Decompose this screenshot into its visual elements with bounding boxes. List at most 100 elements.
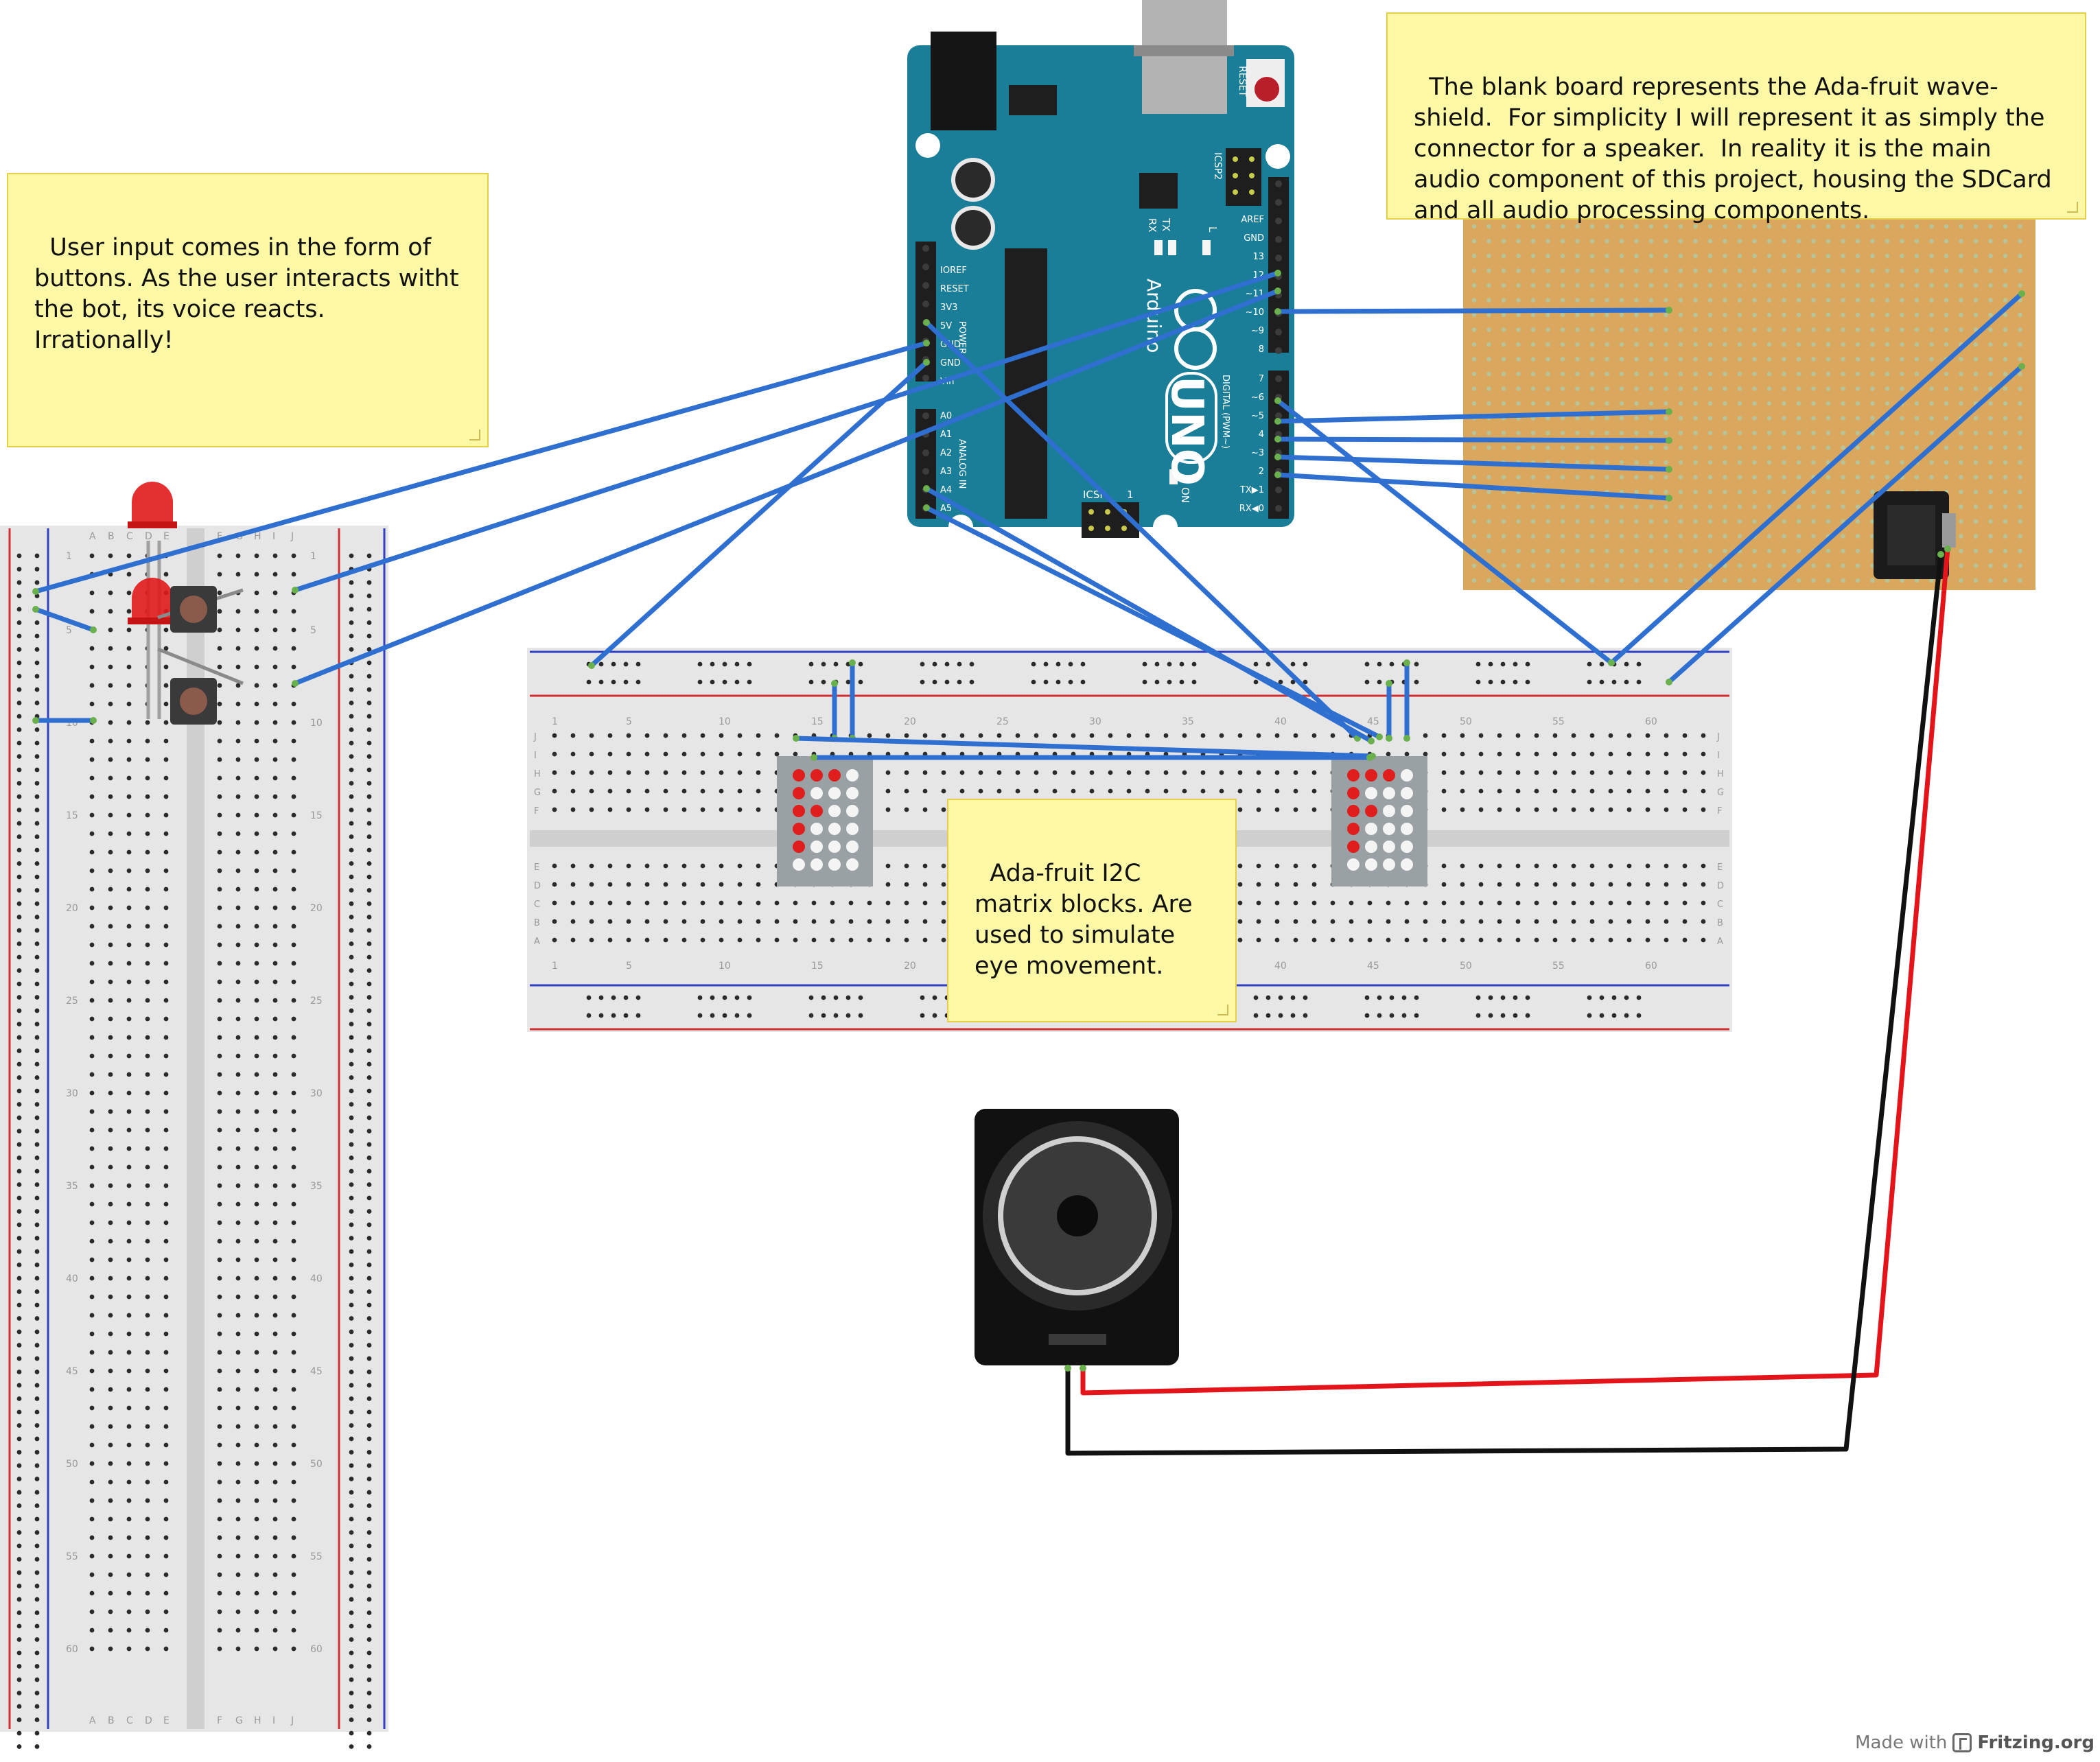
digital-pin-label: 8	[1259, 344, 1264, 355]
hole-grid	[808, 995, 863, 1018]
column-letter: D	[145, 531, 152, 542]
row-letter: J	[1716, 732, 1720, 742]
reset-label: RESET	[1237, 66, 1248, 97]
mount-hole	[915, 133, 940, 158]
wire-end	[1274, 436, 1281, 443]
matrix-led-off	[1347, 858, 1360, 871]
wire-end	[1403, 735, 1410, 742]
wire-pin-to-rail	[1275, 398, 1614, 666]
row-number: 30	[310, 1088, 323, 1099]
usb-flange	[1134, 45, 1234, 56]
matrix-led-on	[793, 805, 805, 817]
matrix-led-off	[846, 769, 859, 782]
holes	[920, 661, 975, 685]
column-letter: I	[272, 1715, 275, 1726]
digital-pin-label: ~5	[1251, 411, 1264, 421]
wire-short	[33, 607, 96, 633]
row-number: 25	[310, 996, 323, 1007]
wire-end	[1376, 733, 1383, 740]
led-l-label: L	[1206, 226, 1219, 233]
wire-end	[1666, 679, 1672, 685]
digital-header-top	[1268, 177, 1289, 353]
speaker-terminal	[1049, 1334, 1106, 1345]
power-pin-label: IOREF	[940, 266, 967, 276]
components	[128, 482, 1427, 1365]
matrix-led-off	[1365, 858, 1377, 871]
hole-grid	[1364, 995, 1419, 1018]
matrix-led-on	[793, 841, 805, 853]
row-letter: F	[1717, 806, 1722, 817]
matrix-led-off	[1383, 841, 1395, 853]
wire-to-shield	[1275, 472, 1672, 501]
column-letter: C	[126, 1715, 133, 1726]
digital-pin-label: TX▶1	[1239, 485, 1264, 495]
wire-pin11-to-button	[292, 270, 1281, 593]
column-number: 60	[1645, 716, 1657, 727]
matrix-led-off	[1401, 841, 1413, 853]
column-number: 45	[1367, 961, 1379, 972]
wire-end	[32, 588, 39, 595]
push-button-cap	[180, 688, 207, 715]
hole-grid	[1031, 661, 1086, 685]
holes	[1142, 661, 1197, 685]
led-rx	[1168, 240, 1176, 255]
matrix-led-off	[1383, 823, 1395, 835]
column-letter: E	[163, 531, 170, 542]
column-letter: C	[126, 531, 133, 542]
row-number: 30	[66, 1088, 78, 1099]
usb-connector	[1142, 0, 1227, 114]
digital-pin-label: ~9	[1251, 326, 1264, 336]
column-letter: F	[217, 1715, 222, 1726]
column-number: 1	[552, 961, 558, 972]
wire-end	[849, 659, 856, 666]
matrix-led-off	[828, 823, 841, 835]
wires	[32, 270, 2025, 1456]
analog-pin-label: A2	[940, 448, 952, 458]
matrix-led-on	[1347, 787, 1360, 799]
wire-5v-to-matrix	[924, 320, 1360, 741]
holes	[586, 995, 641, 1018]
uno-outline	[1165, 372, 1217, 464]
row-letter: F	[534, 806, 539, 817]
arduino-model: UNO	[1161, 376, 1212, 486]
column-letter: G	[235, 1715, 243, 1726]
fritzing-credit: Made with Fritzing.org	[1855, 1729, 2095, 1757]
holes	[1364, 661, 1419, 685]
holes	[1475, 661, 1530, 685]
wire-end	[1944, 545, 1951, 552]
matrix-body	[1331, 756, 1427, 886]
arduino-logo-ring	[1174, 327, 1217, 370]
matrix-led-off	[810, 823, 823, 835]
matrix-led-off	[793, 858, 805, 871]
matrix-led-on	[793, 823, 805, 835]
wire-to-shield	[1275, 307, 1672, 314]
digital-pin-label: 2	[1259, 467, 1264, 477]
wire-gnd-to-breadboard	[33, 340, 929, 594]
row-letter: H	[534, 769, 541, 779]
holes	[808, 995, 863, 1018]
matrix-led-off	[828, 787, 841, 799]
row-number: 55	[310, 1551, 323, 1562]
row-number: 20	[310, 903, 323, 914]
matrix-body	[777, 756, 873, 886]
wire-end	[32, 717, 39, 724]
wire-gnd-to-rail	[589, 360, 929, 668]
perfboard-wave-shield	[1463, 217, 2035, 590]
hole-grid	[808, 661, 863, 685]
matrix-led-off	[1383, 858, 1395, 871]
wire-end	[1368, 738, 1375, 744]
column-number: 45	[1367, 716, 1379, 727]
analog-pin-label: A5	[940, 504, 952, 514]
row-letter: I	[1717, 751, 1720, 761]
digital-pin-label: RX◀0	[1239, 504, 1264, 514]
wire-to-shield	[1275, 436, 1672, 443]
digital-label: DIGITAL (PWM~)	[1220, 375, 1230, 449]
note-resize-corner	[2067, 202, 2078, 213]
wire-end	[1666, 408, 1672, 415]
matrix-led-on	[1383, 769, 1395, 782]
column-number: 15	[811, 716, 824, 727]
wire-end	[1274, 287, 1281, 294]
column-number: 40	[1274, 961, 1287, 972]
barrel-jack	[931, 32, 996, 130]
wire-end	[831, 680, 838, 687]
